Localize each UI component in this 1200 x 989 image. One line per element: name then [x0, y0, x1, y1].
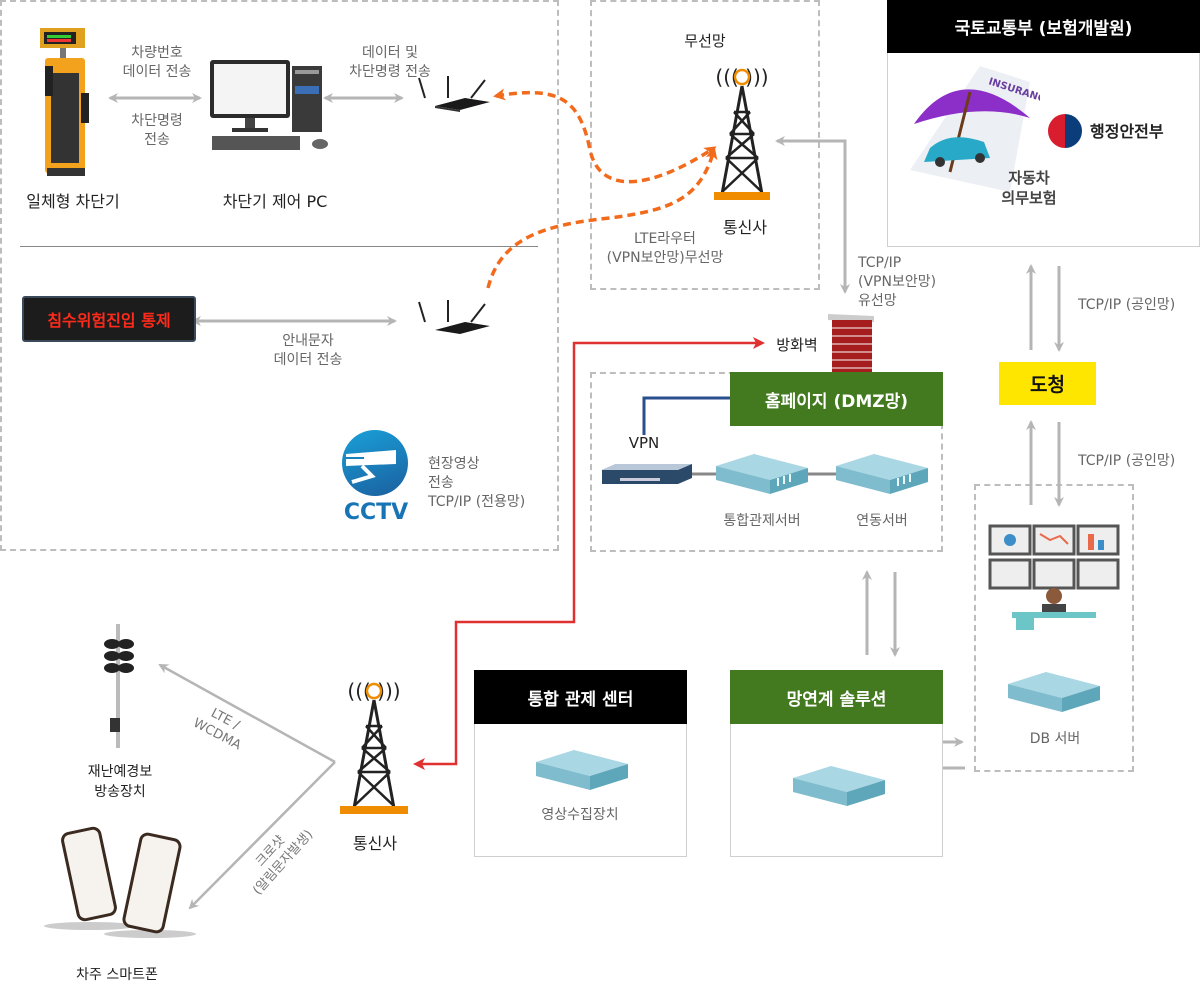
integrated-control-server-label: 통합관제서버 [723, 513, 801, 529]
crossshot-label: 크로샷(알림문자발생) [250, 827, 317, 899]
router-icon-2[interactable] [405, 300, 493, 336]
insurance-illustration: INSURANCE [900, 62, 1053, 202]
mois-label: 행정안전부 [1090, 122, 1164, 141]
link-server-label: 연동서버 [856, 513, 908, 529]
db-server-icon[interactable] [1008, 670, 1100, 714]
integrated-control-server-icon[interactable] [716, 452, 808, 496]
lte-router-label: LTE라우터(VPN보안망)무선망 [606, 231, 724, 266]
wireless-tower-label: 통신사 [722, 218, 768, 237]
province-db-link-label: TCP/IP (공인망) [1078, 453, 1176, 469]
pc-label: 차단기 제어 PC [222, 192, 328, 211]
vms-sign: 침수위험진입 통제 [22, 296, 196, 342]
smartphone-label: 차주 스마트폰 [76, 967, 158, 983]
vpn-appliance-icon [602, 462, 692, 486]
bottom-cell-tower-icon: ((( ))) [336, 678, 412, 816]
db-server-label: DB 서버 [1029, 731, 1081, 747]
db-zone [974, 484, 1134, 772]
tower-alarm-link [158, 663, 336, 764]
dmz-header: 홈페이지 (DMZ망) [730, 372, 943, 426]
network-link-header: 망연계 솔루션 [730, 670, 943, 724]
cctv-logo-text: CCTV [343, 500, 409, 525]
network-link-server-icon[interactable] [793, 764, 885, 808]
barrier-device-icon [35, 28, 95, 178]
monitoring-operator-icon [988, 524, 1120, 630]
smartphone-icon [40, 826, 200, 938]
link-server-icon[interactable] [836, 452, 928, 496]
video-collector-icon[interactable] [536, 748, 628, 792]
firewall-label: 방화벽 [776, 336, 818, 354]
field-zone-divider [20, 246, 538, 247]
control-pc-icon [210, 58, 335, 154]
cctv-camera-icon [342, 430, 408, 496]
video-collector-label: 영상수집장치 [541, 807, 619, 823]
province-box: 도청 [999, 362, 1096, 405]
barrier-label: 일체형 차단기 [26, 192, 120, 211]
ministry-province-link-label: TCP/IP (공인망) [1078, 297, 1176, 313]
vpn-label: VPN [628, 434, 660, 452]
cell-tower-icon: ((( ))) [704, 64, 780, 202]
wired-link-label: TCP/IP(VPN보안망)유선망 [858, 255, 937, 309]
alarm-broadcast-icon [98, 614, 138, 750]
vms-sign-text: 침수위험진입 통제 [47, 311, 171, 330]
control-center-header: 통합 관제 센터 [474, 670, 687, 724]
router-icon[interactable] [405, 76, 493, 112]
lte-wcdma-label: LTE /WCDMA [190, 705, 244, 754]
svg-text:((( ))): ((( ))) [715, 65, 768, 89]
firewall-icon [826, 312, 876, 374]
ministry-header: 국토교통부 (보험개발원) [887, 0, 1200, 53]
bottom-tower-label: 통신사 [352, 834, 398, 853]
mois-emblem-icon [1048, 114, 1082, 148]
svg-text:((( ))): ((( ))) [347, 679, 400, 703]
wireless-title: 무선망 [684, 32, 726, 50]
